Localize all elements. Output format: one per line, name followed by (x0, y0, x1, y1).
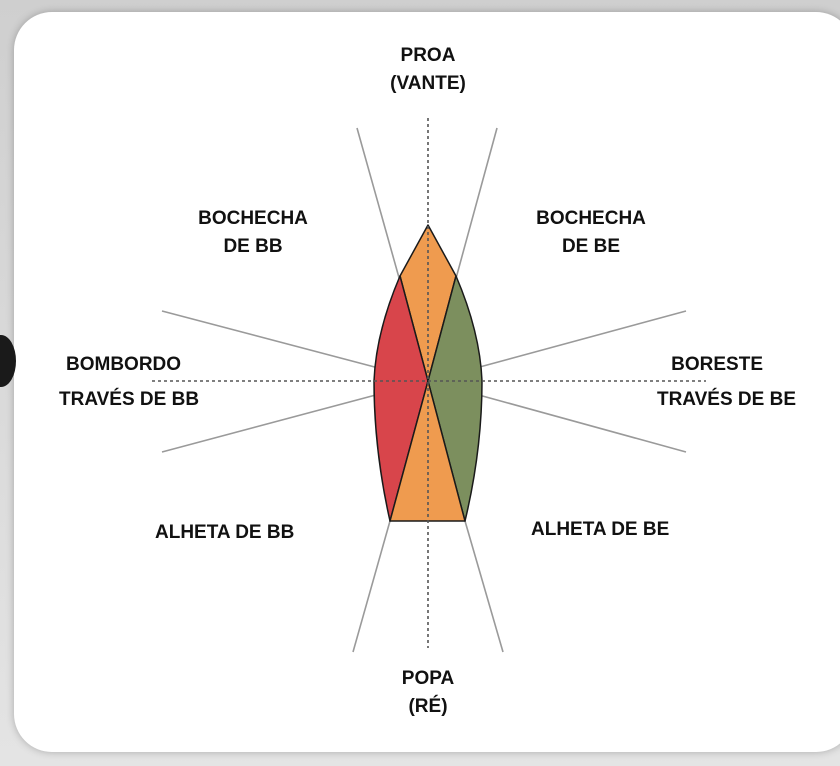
label-proa: PROA (VANTE) (390, 42, 466, 98)
label-boreste: BORESTE (671, 351, 763, 379)
label-alheta-be-line1: ALHETA DE BE (531, 519, 670, 540)
label-alheta-be: ALHETA DE BE (531, 516, 669, 544)
label-alheta-bb-line1: ALHETA DE BB (155, 522, 295, 543)
label-bombordo: BOMBORDO (66, 351, 181, 379)
label-alheta-bb: ALHETA DE BB (155, 519, 294, 547)
label-bombordo-line2: TRAVÉS DE BB (59, 389, 200, 410)
label-boreste-line1: BORESTE (671, 354, 763, 375)
label-traves-be: TRAVÉS DE BE (657, 386, 796, 414)
label-popa-line2: (RÉ) (408, 696, 448, 717)
label-proa-line1: PROA (400, 45, 456, 66)
label-popa-line1: POPA (401, 668, 455, 689)
label-popa: POPA (RÉ) (402, 665, 454, 721)
label-bochecha-be: BOCHECHA DE BE (536, 205, 646, 261)
hull (373, 224, 483, 522)
label-bochecha-be-line2: DE BE (561, 236, 621, 257)
label-bochecha-bb-line2: DE BB (223, 236, 283, 257)
label-bombordo-line1: BOMBORDO (66, 354, 182, 375)
label-bochecha-bb: BOCHECHA DE BB (198, 205, 308, 261)
guide-alheta-bb (352, 520, 391, 653)
centerline-axes (152, 118, 706, 648)
label-bochecha-be-line1: BOCHECHA (536, 208, 646, 229)
label-boreste-line2: TRAVÉS DE BE (656, 389, 796, 410)
label-traves-bb: TRAVÉS DE BB (59, 386, 199, 414)
edge-fragment (0, 335, 16, 387)
label-proa-line2: (VANTE) (390, 73, 466, 94)
guide-alheta-be (464, 520, 504, 653)
label-bochecha-bb-line1: BOCHECHA (198, 208, 308, 229)
